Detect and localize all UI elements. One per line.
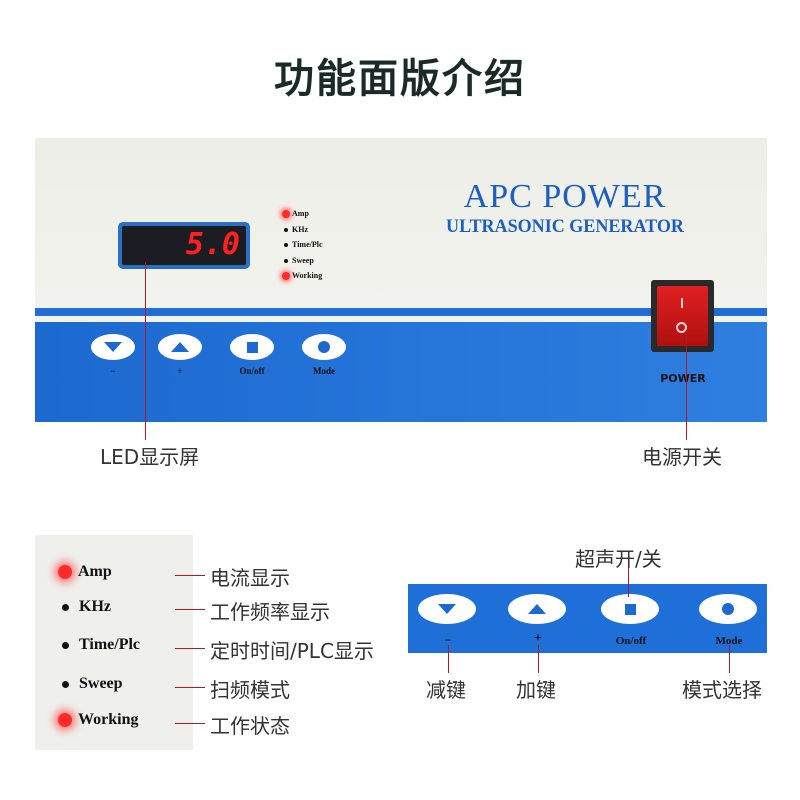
legend-desc-amp: 电流显示: [210, 566, 290, 590]
minus-label-closeup: −: [444, 633, 452, 647]
callout-mode: 模式选择: [682, 678, 762, 702]
circle-icon: [318, 341, 330, 353]
indicator-khz: KHz: [284, 225, 308, 234]
callout-line: [175, 687, 205, 688]
circle-icon: [722, 603, 734, 615]
legend-desc-time: 定时时间/PLC显示: [210, 639, 374, 663]
mode-button-closeup[interactable]: [699, 594, 757, 624]
triangle-up-icon: [171, 342, 189, 352]
indicator-sweep: Sweep: [284, 256, 314, 265]
panel-stripe: [35, 308, 767, 316]
callout-line: [686, 330, 687, 440]
callout-onoff: 超声开/关: [575, 547, 662, 571]
brand-subtitle: ULTRASONIC GENERATOR: [446, 216, 684, 237]
legend-desc-working: 工作状态: [210, 714, 290, 738]
triangle-down-icon: [104, 342, 122, 352]
minus-label: −: [110, 366, 116, 376]
indicator-time: Time/Plc: [284, 240, 323, 249]
callout-power-switch: 电源开关: [642, 445, 722, 469]
mode-label: Mode: [313, 366, 335, 376]
power-switch[interactable]: [651, 280, 714, 352]
led-display-value: 5.0: [122, 226, 246, 265]
onoff-label-closeup: On/off: [615, 635, 647, 647]
minus-button-closeup[interactable]: [418, 594, 476, 624]
brand-name: APC POWER: [463, 178, 667, 215]
power-label: POWER: [660, 372, 706, 385]
triangle-down-icon: [438, 604, 456, 614]
callout-line: [729, 645, 730, 673]
callout-line: [145, 262, 146, 440]
off-mark-icon: [676, 322, 687, 333]
onoff-button[interactable]: [230, 334, 274, 360]
mode-label-closeup: Mode: [715, 635, 743, 647]
led-display: 5.0: [118, 222, 250, 269]
onoff-button-closeup[interactable]: [601, 594, 659, 624]
page-title: 功能面版介绍: [274, 56, 526, 102]
led-off-icon: [62, 641, 69, 649]
callout-line: [175, 723, 205, 724]
legend-khz: KHz: [62, 598, 111, 616]
led-lit-icon: [58, 565, 72, 580]
legend-desc-khz: 工作频率显示: [210, 600, 330, 624]
led-off-icon: [62, 603, 69, 611]
mode-button[interactable]: [302, 334, 346, 360]
led-off-icon: [284, 228, 288, 233]
callout-line: [175, 609, 205, 610]
led-off-icon: [284, 243, 288, 248]
led-off-icon: [62, 680, 69, 688]
indicator-working: Working: [282, 271, 322, 281]
callout-line: [628, 567, 629, 597]
plus-label: +: [177, 366, 183, 376]
callout-line: [175, 575, 205, 576]
minus-button[interactable]: [91, 334, 135, 360]
legend-desc-sweep: 扫频模式: [210, 678, 290, 702]
legend-amp: Amp: [58, 563, 112, 581]
callout-minus: 减键: [426, 678, 466, 702]
square-icon: [624, 603, 636, 615]
triangle-up-icon: [528, 604, 546, 614]
led-lit-icon: [282, 272, 290, 281]
panel-blue-area: [35, 322, 767, 422]
plus-button-closeup[interactable]: [508, 594, 566, 624]
on-mark-icon: [681, 298, 683, 308]
legend-sweep: Sweep: [62, 675, 123, 693]
plus-label-closeup: +: [534, 631, 542, 646]
led-lit-icon: [282, 210, 290, 219]
callout-plus: 加键: [516, 678, 556, 702]
callout-line: [448, 645, 449, 673]
legend-time: Time/Plc: [62, 636, 140, 654]
legend-working: Working: [58, 711, 138, 729]
led-lit-icon: [58, 713, 72, 728]
plus-button[interactable]: [158, 334, 202, 360]
square-icon: [246, 341, 258, 353]
callout-line: [175, 648, 205, 649]
onoff-label: On/off: [239, 366, 265, 376]
led-off-icon: [284, 259, 288, 264]
callout-line: [538, 645, 539, 673]
indicator-amp: Amp: [282, 209, 309, 219]
callout-led-display: LED显示屏: [100, 445, 200, 469]
